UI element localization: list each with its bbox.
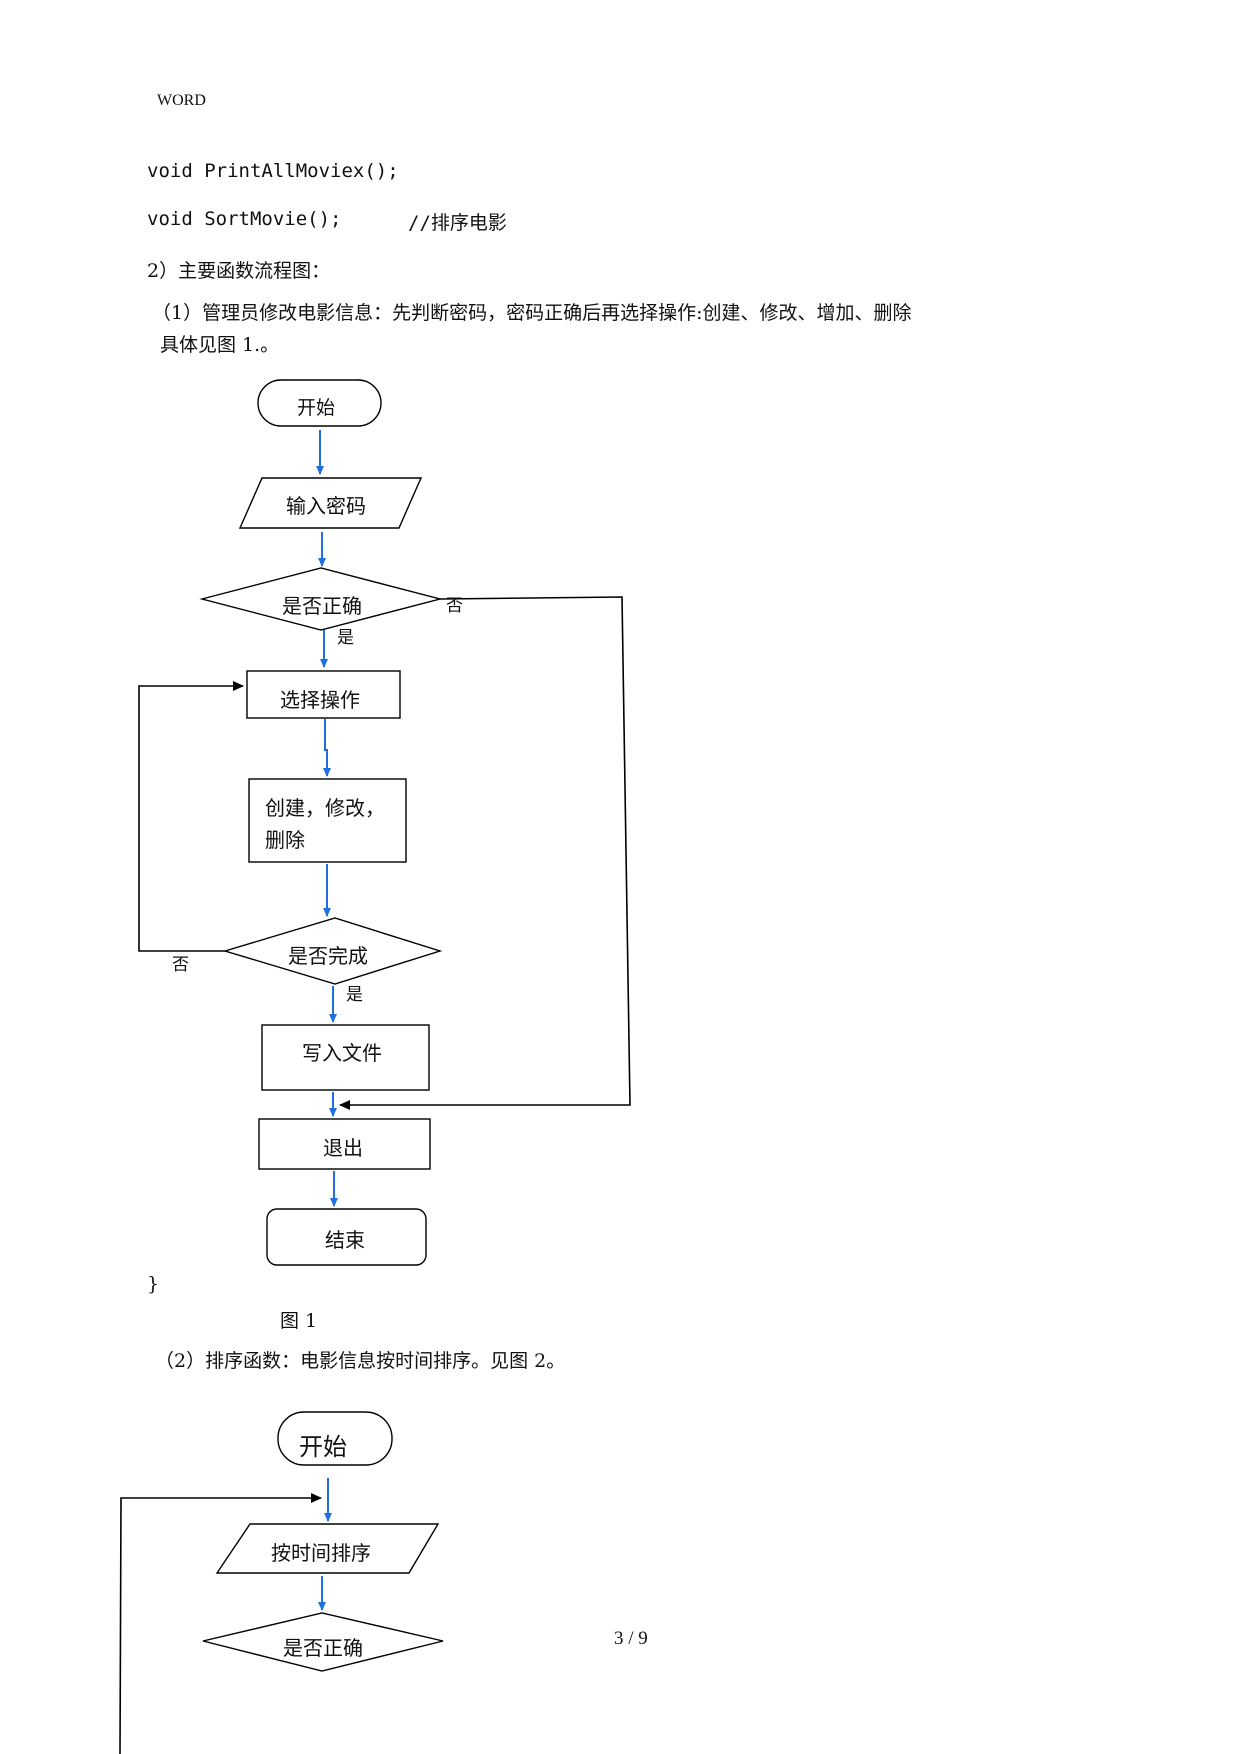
flow1-no-label-2: 否: [172, 955, 189, 975]
flow1-ops-box: [248, 778, 407, 863]
section-heading: 2）主要函数流程图：: [147, 260, 331, 282]
flow2-sort-parallelogram: [215, 1523, 440, 1574]
flow1-check-done-diamond: [222, 917, 443, 985]
flow2-check-correct-diamond: [202, 1612, 444, 1672]
closing-brace: }: [147, 1273, 160, 1295]
flow2-loop-back: [119, 1493, 322, 1754]
flow1-choose-op-label: 选择操作: [280, 688, 360, 712]
flow1-no-path-to-exit: [339, 596, 631, 1110]
flow1-choose-op-box: [246, 670, 401, 719]
flow1-ops-label-line2: 删除: [265, 828, 305, 852]
flow1-ops-label-line1: 创建，修改，: [265, 796, 385, 820]
flow1-yes-label-2: 是: [346, 985, 363, 1005]
flow1-end-label: 结束: [325, 1228, 365, 1252]
flow1-input-label: 输入密码: [286, 494, 366, 518]
paragraph-2: （2）排序函数：电影信息按时间排序。见图 2。: [155, 1350, 566, 1372]
page-number: 3 / 9: [614, 1628, 648, 1649]
flow1-check-done-label: 是否完成: [288, 944, 368, 968]
figure-1-caption: 图 1: [280, 1310, 318, 1332]
flow1-end-terminal: [266, 1208, 427, 1266]
flow1-exit-box: [258, 1118, 431, 1170]
flow1-no-label: 否: [446, 596, 463, 616]
flow1-check-correct-label: 是否正确: [282, 594, 362, 618]
flow1-write-file-label: 写入文件: [302, 1041, 382, 1065]
flow2-start-label: 开始: [299, 1433, 347, 1461]
flow1-yes-label: 是: [337, 628, 354, 648]
flow2-check-correct-label: 是否正确: [283, 1636, 363, 1660]
flow2-start-terminal: [277, 1411, 393, 1466]
paragraph-1-line-2: 具体见图 1.。: [160, 334, 280, 356]
flow1-not-done-loop: [138, 681, 244, 952]
flow1-input-parallelogram: [238, 477, 423, 529]
code-line-print-all: void PrintAllMoviex();: [147, 160, 399, 182]
flow2-sort-label: 按时间排序: [271, 1541, 371, 1565]
flow1-write-file-box: [261, 1024, 430, 1091]
flow1-arrow-choose-ops: [323, 719, 331, 777]
code-comment: //排序电影: [408, 212, 507, 234]
flow1-exit-label: 退出: [323, 1136, 363, 1160]
paragraph-1-line-1: （1）管理员修改电影信息：先判断密码，密码正确后再选择操作:创建、修改、增加、删…: [152, 302, 912, 324]
flow1-start-label: 开始: [297, 397, 336, 419]
doc-header: WORD: [157, 92, 206, 109]
flow1-start-terminal: [257, 379, 382, 427]
code-line-sort-movie: void SortMovie();: [147, 208, 342, 230]
